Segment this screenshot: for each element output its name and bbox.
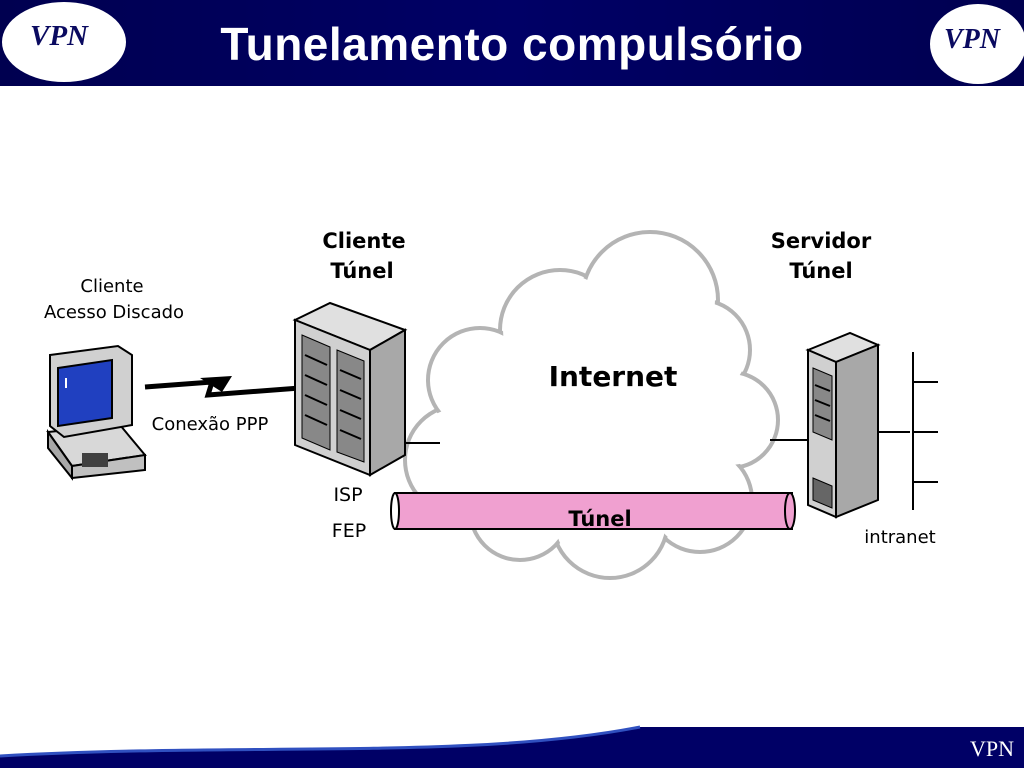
logo-left-badge [2, 2, 126, 82]
fep-server-icon [292, 301, 408, 477]
dialup-client-label-2: Acesso Discado [44, 302, 184, 323]
tunnel-client-label-1: Cliente [322, 229, 405, 253]
logo-right: VPN [944, 24, 1000, 55]
tunnel-client-label-2: Túnel [330, 259, 393, 283]
slide-title: Tunelamento compulsório [220, 18, 804, 70]
logo-right-badge [930, 4, 1024, 84]
dialup-computer-icon [46, 344, 147, 481]
isp-label: ISP [333, 484, 362, 506]
footer-vpn-label: VPN [969, 736, 1014, 761]
intranet-bus [878, 352, 938, 510]
tunnel-server-label-1: Servidor [771, 229, 872, 253]
dialup-client-label-1: Cliente [80, 276, 143, 297]
intranet-label: intranet [864, 527, 935, 548]
ppp-lightning [144, 379, 301, 398]
ppp-connection-label: Conexão PPP [152, 414, 269, 435]
tunnel-pipe [390, 492, 796, 530]
tunnel-label: Túnel [568, 507, 631, 531]
internet-label: Internet [549, 360, 678, 393]
tunnel-server-icon [805, 331, 881, 519]
footer-band [0, 725, 1024, 768]
tunnel-server-label-2: Túnel [789, 259, 852, 283]
slide-header: VPN VPN Tunelamento compulsório [0, 0, 1024, 86]
fep-label: FEP [332, 520, 366, 542]
logo-left: VPN [30, 20, 88, 52]
header-band [0, 0, 1024, 86]
